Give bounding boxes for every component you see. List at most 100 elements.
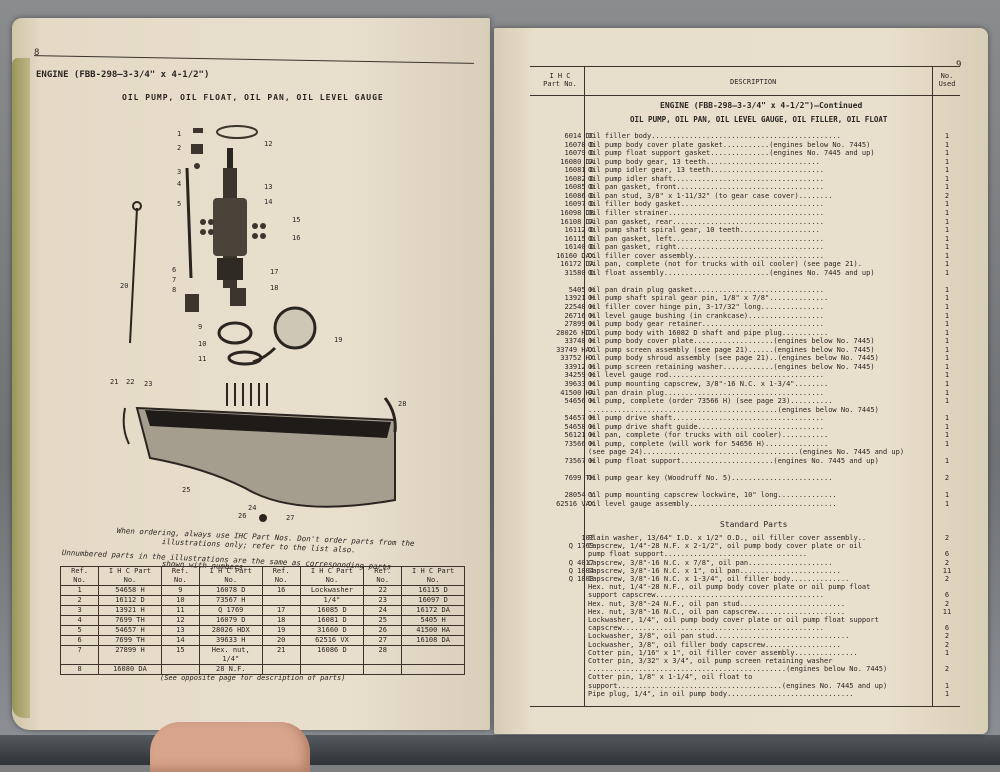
table-ref-cell: 23 — [363, 595, 403, 606]
col-header-description: DESCRIPTION — [730, 78, 777, 86]
table-ref-cell — [261, 664, 301, 675]
quantity-used: 1 — [944, 337, 950, 346]
part-description: Hex. nut, 3/8"-16 N.C., oil pan capscrew… — [588, 607, 846, 616]
table-part-cell: 16080 DA — [98, 664, 162, 675]
part-description: Hex. nut, 1/4"-28 N.F., oil pump body co… — [588, 583, 871, 592]
part-description: Capscrew, 3/8"-16 N.C. x 1", oil pan....… — [588, 566, 841, 575]
left-page-subtitle: OIL PUMP, OIL FLOAT, OIL PAN, OIL LEVEL … — [122, 93, 384, 102]
table-part-cell: 62516 VX — [299, 635, 365, 646]
table-header: Ref. No. — [363, 566, 403, 586]
quantity-used: 1 — [944, 491, 950, 500]
table-ref-cell: 24 — [363, 605, 403, 616]
table-ref-cell: 25 — [363, 615, 403, 626]
callout-15: 15 — [292, 216, 301, 224]
callout-25: 25 — [182, 486, 191, 494]
col-header-part-no: I H C Part No. — [543, 72, 577, 88]
part-number: 102 — [581, 534, 594, 542]
part-number: 62516 VAX — [556, 499, 594, 508]
table-ref-cell: 21 — [261, 645, 301, 665]
part-description: Cotter pin, 3/32" x 3/4", oil pump scree… — [588, 657, 833, 665]
part-description: Oil pan drain plug......................… — [588, 388, 825, 397]
part-number: 7699 TH — [564, 474, 594, 482]
part-description: support capscrew........................… — [588, 591, 825, 600]
table-part-cell: 16112 D — [98, 595, 162, 606]
part-number: 16108 DA — [560, 217, 594, 226]
part-description: Oil filler strainer.....................… — [588, 208, 825, 217]
table-part-cell: 54658 H — [98, 585, 162, 596]
table-ref-cell — [363, 664, 403, 675]
table-part-cell: 41500 HA — [401, 625, 465, 636]
table-ref-cell: 5 — [59, 625, 100, 636]
callout-24: 24 — [248, 504, 257, 512]
quantity-used: 11 — [942, 566, 952, 575]
table-part-cell: 16081 D — [299, 615, 365, 626]
part-description: support.................................… — [588, 681, 888, 690]
part-description: Oil pump float support..................… — [588, 456, 879, 465]
table-part-cell — [401, 645, 465, 665]
table-ref-cell: 14 — [160, 635, 200, 646]
part-description: Capscrew, 1/4"-28 N.F. x 2-1/2", oil pum… — [588, 542, 862, 551]
part-description: Oil filler cover hinge pin, 3-17/32" lon… — [588, 303, 825, 311]
table-part-cell: 16108 DA — [401, 635, 465, 646]
part-description: capscrew................................… — [588, 624, 825, 633]
quantity-used: 1 — [944, 689, 950, 698]
callout-9: 9 — [198, 323, 203, 331]
table-part-cell: 7699 TH — [98, 635, 162, 646]
callout-3: 3 — [177, 168, 182, 176]
part-number: 56121 H — [564, 431, 594, 440]
list-item: capscrew................................… — [530, 624, 958, 633]
part-number: 33749 HAX — [556, 345, 594, 354]
quantity-used: 2 — [944, 599, 950, 608]
part-description: Oil pump, complete (will work for 54656 … — [588, 439, 829, 448]
cover-plate — [217, 321, 253, 345]
table-part-cell: 39633 H — [198, 635, 263, 646]
part-description: Hex. nut, 3/8"-24 N.F., oil pan stud....… — [588, 599, 846, 608]
table-ref-cell: 16 — [261, 585, 301, 596]
part-number: 13921 H — [564, 294, 594, 303]
table-header: Ref. No. — [261, 566, 301, 586]
part-description: ........................................… — [588, 405, 879, 414]
left-page-number: 8 — [34, 48, 40, 58]
quantity-used: 1 — [944, 294, 950, 303]
table-ref-cell: 13 — [160, 625, 200, 636]
quantity-used: 1 — [944, 456, 950, 465]
list-item: support.................................… — [530, 682, 958, 691]
quantity-used: 1 — [944, 166, 950, 175]
part-description: Oil pump screen assembly (see page 21)..… — [588, 345, 875, 354]
callout-1: 1 — [177, 130, 182, 138]
gear-right — [230, 288, 246, 306]
table-part-cell: 31660 D — [299, 625, 365, 636]
table-part-cell: 16078 D — [198, 585, 263, 596]
part-number: 16086 D — [564, 191, 594, 200]
table-ref-cell: 10 — [160, 595, 200, 606]
quantity-used: 1 — [944, 388, 950, 397]
quantity-used: 1 — [944, 132, 950, 140]
table-ref-cell: 18 — [261, 615, 301, 626]
part-number: 54657 H — [564, 414, 594, 423]
gauge-rod — [129, 207, 138, 344]
part-description: Capscrew, 3/8"-16 N.C. x 7/8", oil pan..… — [588, 558, 833, 567]
quantity-used: 1 — [944, 174, 950, 183]
part-description: Lockwasher, 3/8", oil pan stud..........… — [588, 632, 850, 641]
part-description: Oil pan, complete (for trucks with oil c… — [588, 431, 829, 440]
part-description: Lockwasher, 3/8", oil filler body capscr… — [588, 640, 841, 649]
part-number: Q 4017 — [568, 558, 594, 567]
table-header: Ref. No. — [160, 566, 200, 586]
pump-gear-housing — [217, 258, 243, 280]
quantity-used: 2 — [944, 665, 950, 674]
callout-26: 26 — [238, 512, 247, 520]
part-number: 28054 V — [564, 491, 594, 500]
